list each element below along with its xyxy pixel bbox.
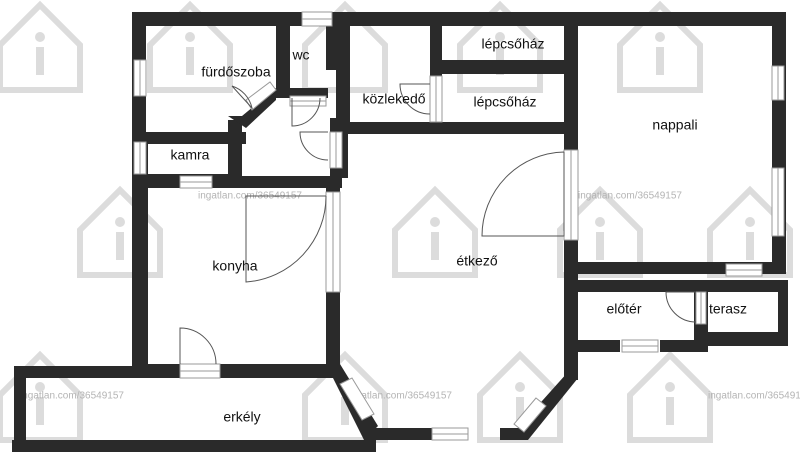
- room-label-kozlekedo: közlekedő: [362, 91, 425, 107]
- house-info-icon: [147, 0, 233, 93]
- wall-segment: [132, 186, 148, 374]
- info-dot: [595, 217, 605, 227]
- info-bar: [116, 232, 124, 260]
- room-label-nappali: nappali: [652, 117, 697, 133]
- wall-segment: [290, 88, 328, 98]
- house-outline: [0, 350, 83, 443]
- info-bar: [36, 47, 44, 75]
- wall-segment: [344, 122, 576, 134]
- info-dot: [655, 32, 665, 42]
- info-bar: [516, 397, 524, 425]
- window: [339, 377, 375, 421]
- wall-segment: [276, 12, 290, 98]
- info-dot: [515, 382, 525, 392]
- info-dot: [430, 217, 440, 227]
- info-bar: [431, 232, 439, 260]
- room-label-erkely: erkély: [223, 409, 260, 425]
- wall-segment: [14, 366, 26, 446]
- house-outline: [477, 350, 563, 443]
- wall-segment: [564, 280, 784, 292]
- room-label-lepcsohaz-mid: lépcsőház: [473, 94, 536, 110]
- wall-segment: [578, 340, 620, 352]
- door-swing-nappali: [481, 151, 565, 237]
- info-bar: [656, 47, 664, 75]
- house-info-icon: [627, 350, 713, 443]
- house-info-icon: [0, 0, 83, 93]
- room-label-terasz: terasz: [709, 301, 747, 317]
- window: [245, 81, 277, 111]
- house-outline: [627, 350, 713, 443]
- room-label-lepcsohaz-top: lépcsőház: [481, 36, 544, 52]
- house-info-icon: [557, 185, 643, 278]
- info-bar: [666, 397, 674, 425]
- watermark-text: ingatlan.com/36549157: [708, 391, 800, 402]
- info-dot: [185, 32, 195, 42]
- wall-segment: [132, 12, 302, 26]
- info-dot: [115, 217, 125, 227]
- door-swing-terasz: [665, 291, 697, 323]
- info-bar: [186, 47, 194, 75]
- watermark-text: ingatlan.com/36549157: [348, 391, 452, 402]
- door-swing-bath: [231, 85, 253, 110]
- house-outline: [147, 0, 233, 93]
- house-outline: [0, 0, 83, 93]
- window: [513, 397, 547, 433]
- room-label-eloter: előtér: [606, 301, 641, 317]
- door-swing-wc: [291, 97, 321, 127]
- room-label-wc: wc: [291, 47, 309, 63]
- house-info-icon: [392, 185, 478, 278]
- wall-segment: [146, 176, 342, 188]
- info-bar: [596, 232, 604, 260]
- house-info-icon: [0, 350, 83, 443]
- wall-segment: [364, 428, 434, 440]
- door-swing-konyha-balcony: [179, 327, 217, 365]
- info-bar: [341, 397, 349, 425]
- info-dot: [495, 32, 505, 42]
- wall-segment: [564, 12, 578, 160]
- info-bar: [746, 232, 754, 260]
- wall-segment: [12, 440, 376, 452]
- door-swing-konyha: [245, 195, 327, 283]
- info-dot: [665, 382, 675, 392]
- room-label-furdoszoba: fürdőszoba: [201, 64, 270, 80]
- house-outline: [617, 0, 703, 93]
- wall-segment: [228, 120, 242, 178]
- watermark-text: ingatlan.com/36549157: [578, 191, 682, 202]
- wall-segment: [14, 366, 146, 378]
- house-outline: [302, 0, 388, 93]
- wall-segment: [660, 340, 708, 352]
- wall-segment: [146, 364, 180, 378]
- door-swing-kozlekedo: [399, 83, 431, 115]
- room-labels: fürdőszoba wc közlekedő lépcsőház lépcső…: [171, 36, 748, 425]
- house-info-icon: [617, 0, 703, 93]
- house-outline: [557, 185, 643, 278]
- wall-segment: [564, 232, 578, 274]
- wall-segment: [146, 132, 246, 144]
- room-label-etkezo: étkező: [456, 253, 497, 269]
- room-label-kamra: kamra: [171, 147, 210, 163]
- info-dot: [35, 32, 45, 42]
- wall-segment: [430, 60, 578, 74]
- house-outline: [392, 185, 478, 278]
- door-swing-corridor: [299, 131, 329, 161]
- watermark-text: ingatlan.com/36549157: [20, 391, 124, 402]
- house-outline: [77, 185, 163, 278]
- wall-segment: [704, 332, 784, 346]
- info-dot: [35, 382, 45, 392]
- windows: [133, 11, 785, 441]
- house-info-icon: [477, 350, 563, 443]
- wall-segment: [336, 12, 780, 26]
- wall-segment: [336, 12, 350, 122]
- info-dot: [745, 217, 755, 227]
- doors: [179, 83, 697, 365]
- info-bar: [36, 397, 44, 425]
- wall-segment: [564, 274, 578, 380]
- house-info-icon: [77, 185, 163, 278]
- room-label-konyha: konyha: [212, 258, 257, 274]
- wall-segment: [220, 364, 340, 378]
- wall-segment: [778, 280, 788, 346]
